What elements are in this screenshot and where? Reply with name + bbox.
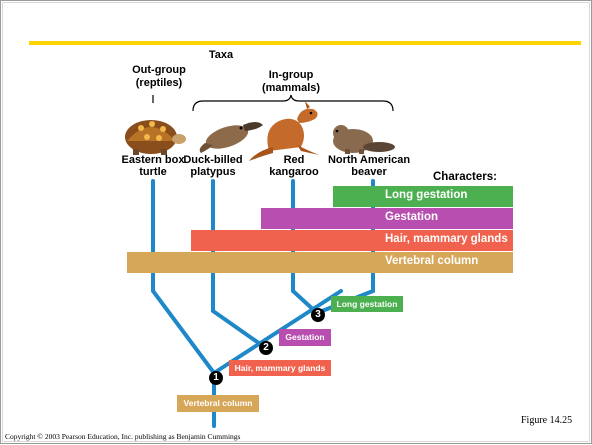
- root-box-vertebral: Vertebral column: [177, 395, 259, 412]
- taxon-label-platypus-line1: Duck-billed: [183, 154, 243, 166]
- node-box-gestation: Gestation: [279, 329, 331, 346]
- turtle-icon: [125, 120, 186, 155]
- beaver-icon: [333, 125, 395, 154]
- taxon-label-turtle-line1: Eastern box: [121, 154, 185, 166]
- taxon-label-turtle-line2: turtle: [139, 166, 167, 178]
- ingroup-label-line2: (mammals): [261, 82, 321, 94]
- taxon-label-beaver: North American beaver: [319, 154, 419, 178]
- ingroup-bracket: [192, 94, 394, 112]
- branch-platypus: [211, 179, 265, 348]
- header-rule: [29, 41, 581, 45]
- taxon-label-beaver-line1: North American: [327, 154, 411, 166]
- node-box-long-gestation: Long gestation: [331, 296, 403, 312]
- taxon-label-platypus: Duck-billed platypus: [173, 154, 253, 178]
- branch-turtle: [151, 179, 216, 375]
- node-marker-3: 3: [311, 308, 325, 322]
- taxon-label-platypus-line2: platypus: [190, 166, 236, 178]
- ingroup-label: In-group (mammals): [241, 69, 341, 95]
- taxon-label-kangaroo: Red kangaroo: [259, 154, 329, 178]
- figure-label: Figure 14.25: [521, 415, 573, 426]
- characters-heading: Characters:: [433, 171, 497, 183]
- kangaroo-icon: [249, 101, 319, 161]
- outgroup-label-line2: (reptiles): [135, 77, 183, 89]
- character-label-long-gestation: Long gestation: [385, 189, 468, 201]
- taxa-heading: Taxa: [208, 49, 234, 61]
- character-label-gestation: Gestation: [385, 211, 439, 223]
- taxon-label-kangaroo-line1: Red: [283, 154, 305, 166]
- character-bar-gestation: [261, 208, 513, 229]
- outgroup-label: Out-group (reptiles): [109, 64, 209, 90]
- trunk: [212, 289, 343, 375]
- character-bar-hair-mammary: [191, 230, 513, 251]
- taxon-label-beaver-line2: beaver: [351, 166, 387, 178]
- character-label-hair-mammary: Hair, mammary glands: [385, 233, 508, 245]
- taxon-label-turtle: Eastern box turtle: [103, 154, 203, 178]
- character-bar-vertebral: [127, 252, 513, 273]
- ingroup-label-line1: In-group: [268, 69, 314, 81]
- node-marker-1: 1: [209, 371, 223, 385]
- node-box-hair-mammary: Hair, mammary glands: [229, 360, 331, 376]
- character-bar-long-gestation: [333, 186, 513, 207]
- taxon-label-kangaroo-line2: kangaroo: [269, 166, 319, 178]
- character-label-vertebral: Vertebral column: [385, 255, 479, 267]
- copyright-text: Copyright © 2003 Pearson Education, Inc.…: [5, 432, 241, 441]
- platypus-icon: [199, 122, 263, 153]
- node-marker-2: 2: [259, 341, 273, 355]
- outgroup-label-line1: Out-group: [132, 64, 186, 76]
